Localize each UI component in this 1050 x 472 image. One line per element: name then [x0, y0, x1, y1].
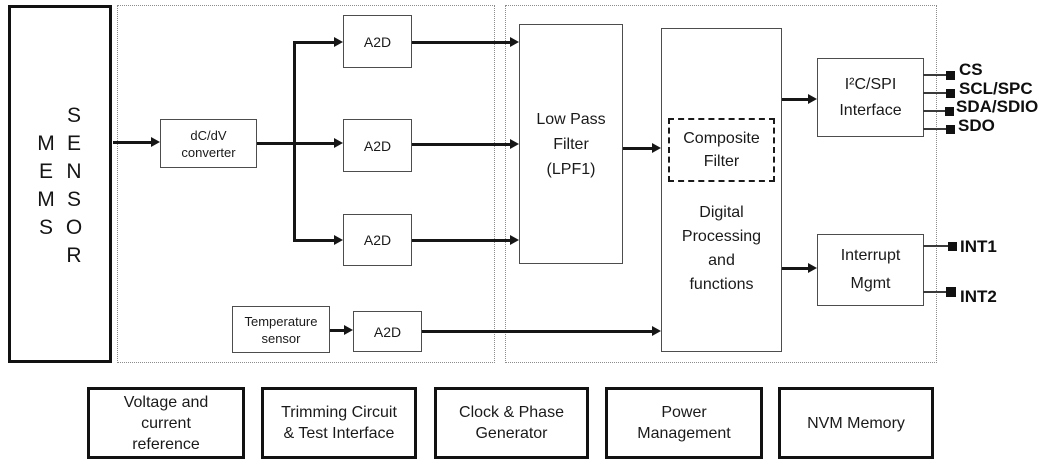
a2d-top-box: A2D — [343, 15, 412, 68]
arrow-a2d-top-to-lpf — [412, 37, 519, 47]
clock-phase-generator-box: Clock & Phase Generator — [434, 387, 589, 459]
pin-sdo-pad — [946, 125, 955, 134]
a2d-bottom-box: A2D — [343, 214, 412, 266]
arrow-branch-to-a2d-top — [294, 37, 343, 47]
a2d-mid-box: A2D — [343, 119, 412, 172]
pin-scl-spc-line — [923, 92, 947, 94]
pin-scl-spc-pad — [946, 89, 955, 98]
arrow-lpf-to-digital-processing — [623, 143, 661, 153]
mems-sensor-box — [8, 5, 112, 363]
pin-cs-pad — [946, 71, 955, 80]
power-management-box: Power Management — [605, 387, 763, 459]
nvm-memory-box: NVM Memory — [778, 387, 934, 459]
analog-front-end-container — [117, 5, 495, 363]
pin-sdo-line — [923, 128, 947, 130]
pin-cs-label: CS — [959, 60, 983, 79]
arrow-a2d-temp-to-digital-processing — [422, 326, 661, 336]
arrow-branch-to-a2d-bottom — [294, 235, 343, 245]
mems-vertical-label: M E M S — [37, 132, 55, 239]
digital-processing-box: Digital Processing and functions — [661, 28, 782, 352]
arrow-temp-to-a2d — [330, 325, 353, 335]
a2d-temperature-box: A2D — [353, 311, 422, 352]
arrow-digital-to-interrupt — [782, 263, 817, 273]
pin-sda-sdio-label: SDA/SDIO — [956, 97, 1039, 116]
pin-int1-line — [923, 245, 949, 247]
pin-sda-sdio-pad — [945, 107, 954, 116]
pin-int2-pad — [946, 287, 956, 297]
voltage-current-reference-box: Voltage and current reference — [87, 387, 245, 459]
arrow-digital-to-i2c-spi — [782, 94, 817, 104]
pin-int1-pad — [948, 242, 957, 251]
interrupt-mgmt-box: Interrupt Mgmt — [817, 234, 924, 306]
pin-sda-sdio-line — [923, 110, 947, 112]
branch-vertical-line — [293, 41, 296, 242]
pin-int2-line — [923, 291, 947, 293]
pin-int2-label: INT2 — [960, 287, 997, 306]
arrow-a2d-mid-to-lpf — [412, 139, 519, 149]
pin-scl-spc-label: SCL/SPC — [959, 79, 1033, 98]
sensor-vertical-label: S E N S O R — [65, 104, 83, 267]
pin-sdo-label: SDO — [958, 116, 995, 135]
temperature-sensor-box: Temperature sensor — [232, 306, 330, 353]
digital-section-container — [505, 5, 937, 363]
trimming-circuit-test-interface-box: Trimming Circuit & Test Interface — [261, 387, 417, 459]
dcdv-converter-box: dC/dV converter — [160, 119, 257, 168]
i2c-spi-interface-box: I²C/SPI Interface — [817, 58, 924, 137]
digital-processing-label: Digital Processing and functions — [681, 204, 762, 293]
arrow-mems-to-dcdv — [113, 137, 160, 147]
pin-cs-line — [923, 74, 947, 76]
pin-int1-label: INT1 — [960, 237, 997, 256]
low-pass-filter-box: Low Pass Filter (LPF1) — [519, 24, 623, 264]
arrow-a2d-bottom-to-lpf — [412, 235, 519, 245]
composite-filter-box: Composite Filter — [668, 118, 775, 182]
